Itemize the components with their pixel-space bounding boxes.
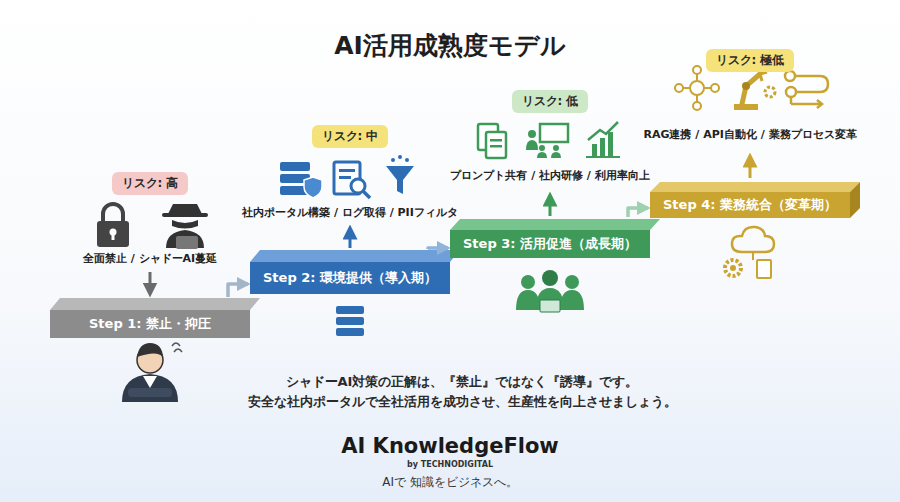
- title: AI活用成熟度モデル: [334, 31, 566, 61]
- robot-arm-icon: [734, 72, 775, 110]
- icon-caption: 全面禁止 / シャドーAI蔓延: [83, 252, 217, 265]
- up-arrow: [549, 199, 552, 216]
- growth-chart-icon: [586, 122, 620, 157]
- step-bar: Step 4: 業務統合（変革期）: [650, 192, 850, 218]
- risk-label: リスク: 低: [522, 93, 579, 110]
- step-label: Step 3: 活用促進（成長期）: [463, 235, 637, 253]
- step-top: [650, 182, 860, 192]
- risk-badge: リスク: 低: [512, 90, 589, 113]
- up-arrow: [349, 232, 352, 248]
- lock-icon: [97, 204, 129, 247]
- brand-byline: by TECHNODIGITAL: [407, 460, 493, 470]
- server-shield-icon: [280, 162, 322, 198]
- filter-icon: [386, 155, 414, 194]
- person-icon: [122, 343, 182, 402]
- network-icon: [675, 66, 719, 110]
- risk-label: リスク: 極低: [716, 52, 785, 69]
- tagline: AIで 知識をビジネスへ。: [382, 475, 518, 489]
- step-connector: [228, 284, 248, 297]
- step-top: [250, 250, 460, 262]
- step-label: Step 4: 業務統合（変革期）: [663, 196, 837, 214]
- training-icon: [526, 124, 568, 158]
- risk-badge: リスク: 中: [312, 125, 389, 148]
- risk-label: リスク: 中: [322, 128, 379, 145]
- message: シャドーAI対策の正解は、『禁止』ではなく『誘導』です。: [286, 374, 639, 390]
- step-bar: Step 3: 活用促進（成長期）: [450, 230, 650, 258]
- log-search-icon: [334, 162, 370, 198]
- brand-name: AI KnowledgeFlow: [341, 434, 559, 459]
- process-icon: [785, 71, 828, 108]
- down-arrow: [149, 272, 152, 290]
- icon-caption: RAG連携 / API自動化 / 業務プロセス変革: [643, 128, 856, 141]
- risk-label: リスク: 高: [122, 175, 179, 192]
- server-icon: [336, 306, 364, 336]
- step-side: [850, 182, 860, 218]
- step-bar: Step 1: 禁止・抑圧: [50, 310, 250, 338]
- icon-caption: 社内ポータル構築 / ログ取得 / PIIフィルタ: [242, 206, 458, 219]
- step-connector: [428, 248, 448, 249]
- spy-icon: [162, 204, 208, 249]
- risk-badge: リスク: 高: [112, 172, 189, 195]
- cloud-gears-icon: [725, 227, 774, 278]
- step-top: [450, 219, 660, 230]
- documents-icon: [478, 124, 506, 158]
- risk-badge: リスク: 極低: [706, 49, 795, 72]
- message: 安全な社内ポータルで全社活用を成功させ、生産性を向上させましょう。: [248, 394, 677, 410]
- icon-caption: プロンプト共有 / 社内研修 / 利用率向上: [450, 169, 649, 182]
- step-connector: [628, 208, 648, 217]
- step-bar: Step 2: 環境提供（導入期）: [250, 262, 450, 294]
- up-arrow: [749, 160, 752, 178]
- step-top: [50, 298, 260, 310]
- step-label: Step 2: 環境提供（導入期）: [263, 269, 437, 287]
- step-label: Step 1: 禁止・抑圧: [89, 315, 211, 333]
- team-icon: [516, 270, 584, 312]
